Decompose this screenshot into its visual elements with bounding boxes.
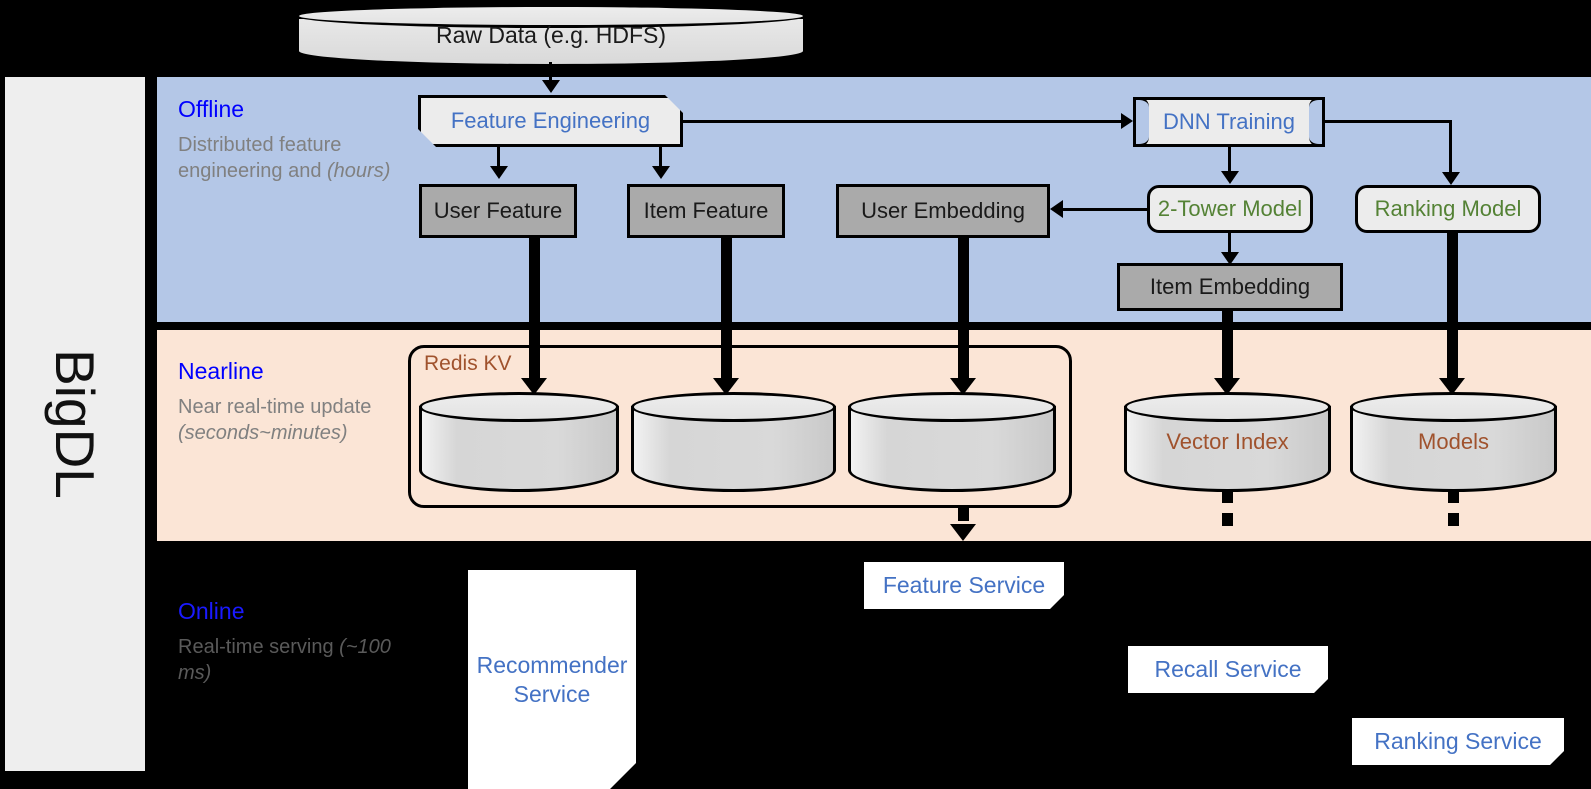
dash-models-1	[1448, 490, 1459, 503]
store-3-label	[848, 392, 1056, 492]
arrowhead-twotower-to-itemembedding	[1221, 252, 1239, 265]
arrowhead-item-feature-store	[713, 378, 739, 395]
two-tower-model-label: 2-Tower Model	[1157, 196, 1303, 222]
user-embedding-label: User Embedding	[861, 198, 1025, 224]
arrowhead-store-to-feature-service	[950, 524, 976, 541]
models-top	[1350, 392, 1557, 422]
nearline-title: Nearline	[178, 358, 264, 384]
dash-vectorindex-1	[1222, 490, 1233, 503]
node-two-tower-model[interactable]: 2-Tower Model	[1147, 185, 1313, 233]
store-2-label	[631, 392, 836, 492]
offline-band-label: Offline Distributed feature engineering …	[178, 96, 408, 184]
connector-dnn-to-twotower	[1228, 147, 1231, 175]
arrowhead-ranking-model-models	[1439, 378, 1465, 395]
online-description-italic: (~100 ms)	[178, 636, 391, 684]
raw-data-cylinder[interactable]: Raw Data (e.g. HDFS)	[296, 4, 806, 67]
connector-twotower-to-itemembedding	[1228, 233, 1231, 257]
pipe-user-embedding-to-store	[958, 238, 969, 386]
store-1-top	[419, 392, 619, 422]
vector-index-label: Vector Index	[1166, 429, 1289, 454]
ranking-model-label: Ranking Model	[1374, 196, 1522, 222]
connector-fe-to-item-feature	[659, 147, 662, 170]
node-item-feature[interactable]: Item Feature	[627, 184, 785, 238]
redis-kv-container[interactable]	[408, 345, 1072, 508]
feature-engineering-label: Feature Engineering	[450, 108, 651, 134]
arrowhead-rawdata-to-fe	[542, 80, 560, 93]
nearline-description: Near real-time update (seconds~minutes)	[178, 395, 408, 446]
node-feature-engineering[interactable]: Feature Engineering	[418, 95, 683, 147]
node-user-feature[interactable]: User Feature	[419, 184, 577, 238]
ranking-service-label: Ranking Service	[1374, 728, 1542, 755]
pipe-item-feature-to-store	[721, 238, 732, 386]
bigdl-framework-rail: BigDL	[5, 77, 145, 771]
online-description-text: Real-time serving	[178, 636, 340, 658]
models-label: Models	[1418, 429, 1489, 454]
arrowhead-item-embedding-vector-index	[1214, 378, 1240, 395]
arrowhead-dnn-to-twotower	[1221, 171, 1239, 184]
item-feature-label: Item Feature	[643, 198, 769, 224]
raw-data-top	[296, 4, 806, 28]
connector-fe-to-dnn	[683, 120, 1125, 123]
models-cylinder[interactable]: Models	[1350, 392, 1557, 492]
note-ranking-service[interactable]: Ranking Service	[1352, 718, 1564, 765]
feature-service-label: Feature Service	[882, 572, 1046, 599]
dnn-training-label: DNN Training	[1162, 109, 1296, 135]
store-user-feature-cylinder[interactable]	[419, 392, 619, 492]
bigdl-label: BigDL	[44, 349, 106, 499]
arrowhead-user-feature-store	[521, 378, 547, 395]
note-recommender-service[interactable]: Recommender Service	[468, 570, 636, 789]
online-band-label: Online Real-time serving (~100 ms)	[178, 598, 408, 686]
node-dnn-training[interactable]: DNN Training	[1133, 97, 1325, 147]
node-ranking-model[interactable]: Ranking Model	[1355, 185, 1541, 233]
dash-models-2	[1448, 513, 1459, 526]
arrowhead-twotower-to-userembedding	[1050, 200, 1063, 218]
redis-kv-label: Redis KV	[424, 352, 512, 375]
store-1-label	[419, 392, 619, 492]
store-2-top	[631, 392, 836, 422]
connector-dnn-to-ranking-v	[1449, 120, 1452, 176]
nearline-description-text: Near real-time update	[178, 396, 372, 418]
connector-rawdata-to-fe	[549, 62, 552, 86]
arrowhead-fe-to-dnn	[1121, 113, 1133, 129]
item-embedding-label: Item Embedding	[1149, 274, 1311, 300]
connector-fe-to-user-feature	[497, 147, 500, 170]
recall-service-label: Recall Service	[1154, 656, 1302, 683]
raw-data-label: Raw Data (e.g. HDFS)	[435, 22, 667, 48]
node-item-embedding[interactable]: Item Embedding	[1117, 263, 1343, 311]
node-user-embedding[interactable]: User Embedding	[836, 184, 1050, 238]
offline-title: Offline	[178, 96, 245, 122]
note-recall-service[interactable]: Recall Service	[1128, 646, 1328, 693]
vector-index-cylinder[interactable]: Vector Index	[1124, 392, 1331, 492]
nearline-band-label: Nearline Near real-time update (seconds~…	[178, 358, 408, 446]
arrowhead-fe-to-user-feature	[490, 166, 508, 179]
connector-dnn-to-ranking-h	[1325, 120, 1452, 123]
arrowhead-fe-to-item-feature	[652, 166, 670, 179]
nearline-description-italic: (seconds~minutes)	[178, 421, 348, 444]
store-user-embedding-cylinder[interactable]	[848, 392, 1056, 492]
connector-twotower-to-userembedding	[1062, 208, 1150, 211]
offline-description-italic: (hours)	[327, 159, 391, 182]
arrowhead-dnn-to-ranking	[1442, 172, 1460, 185]
store-item-feature-cylinder[interactable]	[631, 392, 836, 492]
user-feature-label: User Feature	[433, 198, 563, 224]
dash-featureservice-1	[958, 508, 969, 521]
pipe-user-feature-to-store	[529, 238, 540, 386]
arrowhead-user-embedding-store	[950, 378, 976, 395]
offline-description: Distributed feature engineering and (hou…	[178, 133, 408, 184]
dash-vectorindex-2	[1222, 513, 1233, 526]
store-3-top	[848, 392, 1056, 422]
recommender-service-label: Recommender Service	[476, 651, 628, 707]
pipe-item-embedding-to-vector-index	[1222, 311, 1233, 386]
vector-index-top	[1124, 392, 1331, 422]
online-title: Online	[178, 598, 245, 624]
online-description: Real-time serving (~100 ms)	[178, 635, 408, 686]
pipe-ranking-model-to-models	[1447, 233, 1458, 386]
note-feature-service[interactable]: Feature Service	[864, 562, 1064, 609]
offline-description-text: Distributed feature engineering and	[178, 134, 342, 182]
